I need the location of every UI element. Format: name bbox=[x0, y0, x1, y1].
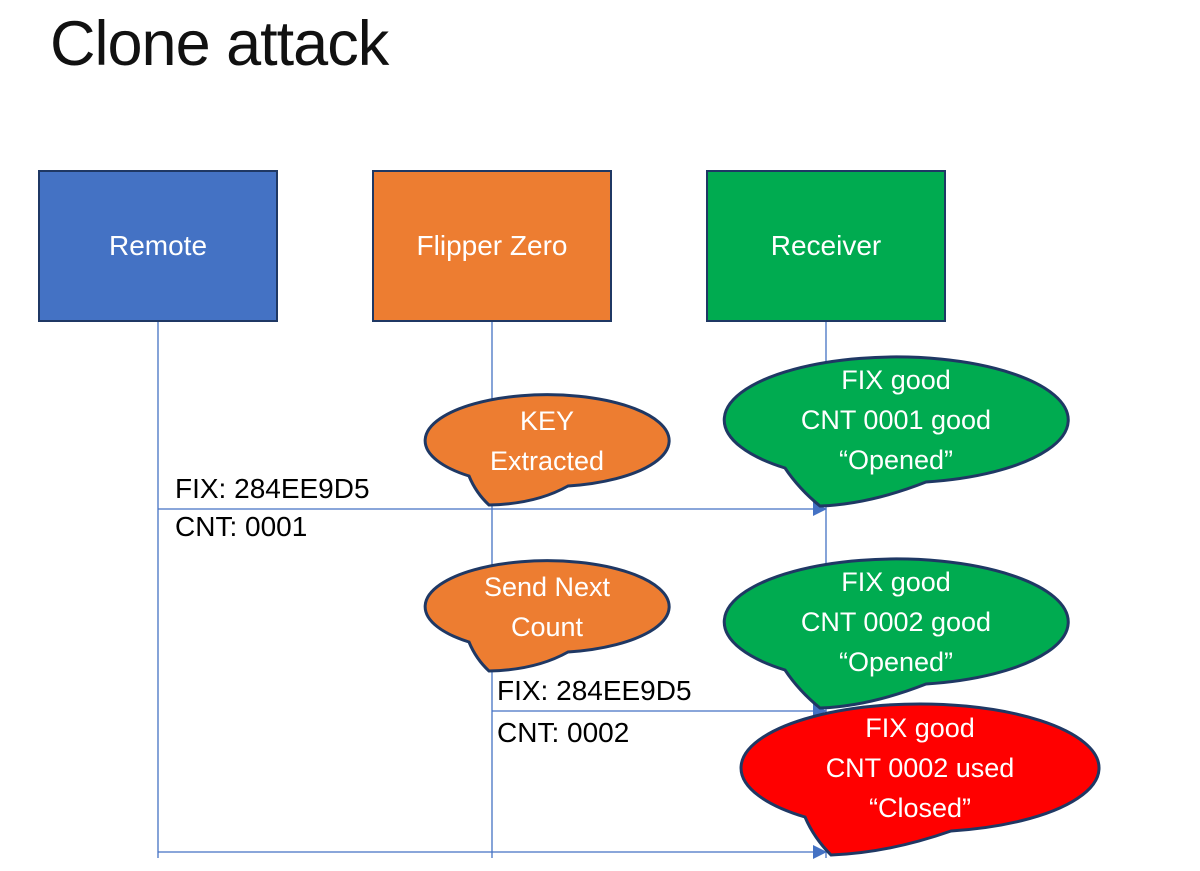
callout-line: FIX good bbox=[841, 567, 951, 597]
callout-send-next-count bbox=[423, 559, 671, 673]
callout-line: FIX good bbox=[841, 365, 951, 395]
callout-text-closed: FIX good CNT 0002 used “Closed” bbox=[740, 708, 1100, 828]
message2-cnt-label: CNT: 0002 bbox=[497, 717, 630, 748]
callout-opened-1 bbox=[722, 355, 1070, 508]
callout-text-opened-1: FIX good CNT 0001 good “Opened” bbox=[726, 360, 1066, 480]
callout-text-send-next-count: Send Next Count bbox=[427, 567, 667, 647]
callout-line: CNT 0002 good bbox=[800, 607, 992, 637]
callout-line: Count bbox=[510, 612, 584, 642]
actor-box-receiver: Receiver bbox=[706, 170, 946, 322]
actor-label-remote: Remote bbox=[108, 230, 208, 261]
message1-cnt-label: CNT: 0001 bbox=[175, 511, 308, 542]
message2-fix-label: FIX: 284EE9D5 bbox=[497, 675, 692, 706]
callout-line: CNT 0002 used bbox=[825, 753, 1015, 783]
callout-key-extracted bbox=[423, 393, 671, 507]
callout-line: Send Next bbox=[483, 572, 611, 602]
actor-label-receiver: Receiver bbox=[770, 230, 882, 261]
message1-fix-label: FIX: 284EE9D5 bbox=[175, 473, 370, 504]
callout-line: FIX good bbox=[865, 713, 975, 743]
callout-opened-2 bbox=[722, 557, 1070, 710]
actor-box-flipper-zero: Flipper Zero bbox=[372, 170, 612, 322]
message1-arrowhead bbox=[813, 502, 827, 516]
callout-text-opened-2: FIX good CNT 0002 good “Opened” bbox=[726, 562, 1066, 682]
page-title: Clone attack bbox=[50, 9, 389, 79]
actor-box-remote: Remote bbox=[38, 170, 278, 322]
callout-line: “Opened” bbox=[838, 647, 954, 677]
callout-line: KEY bbox=[519, 406, 575, 436]
actor-label-flipper-zero: Flipper Zero bbox=[416, 230, 568, 261]
message3-arrowhead bbox=[813, 845, 827, 859]
callout-line: CNT 0001 good bbox=[800, 405, 992, 435]
callout-line: “Opened” bbox=[838, 445, 954, 475]
callout-line: Extracted bbox=[489, 446, 605, 476]
callout-closed bbox=[739, 702, 1101, 857]
callout-text-key-extracted: KEY Extracted bbox=[427, 401, 667, 481]
callout-line: “Closed” bbox=[868, 793, 972, 823]
